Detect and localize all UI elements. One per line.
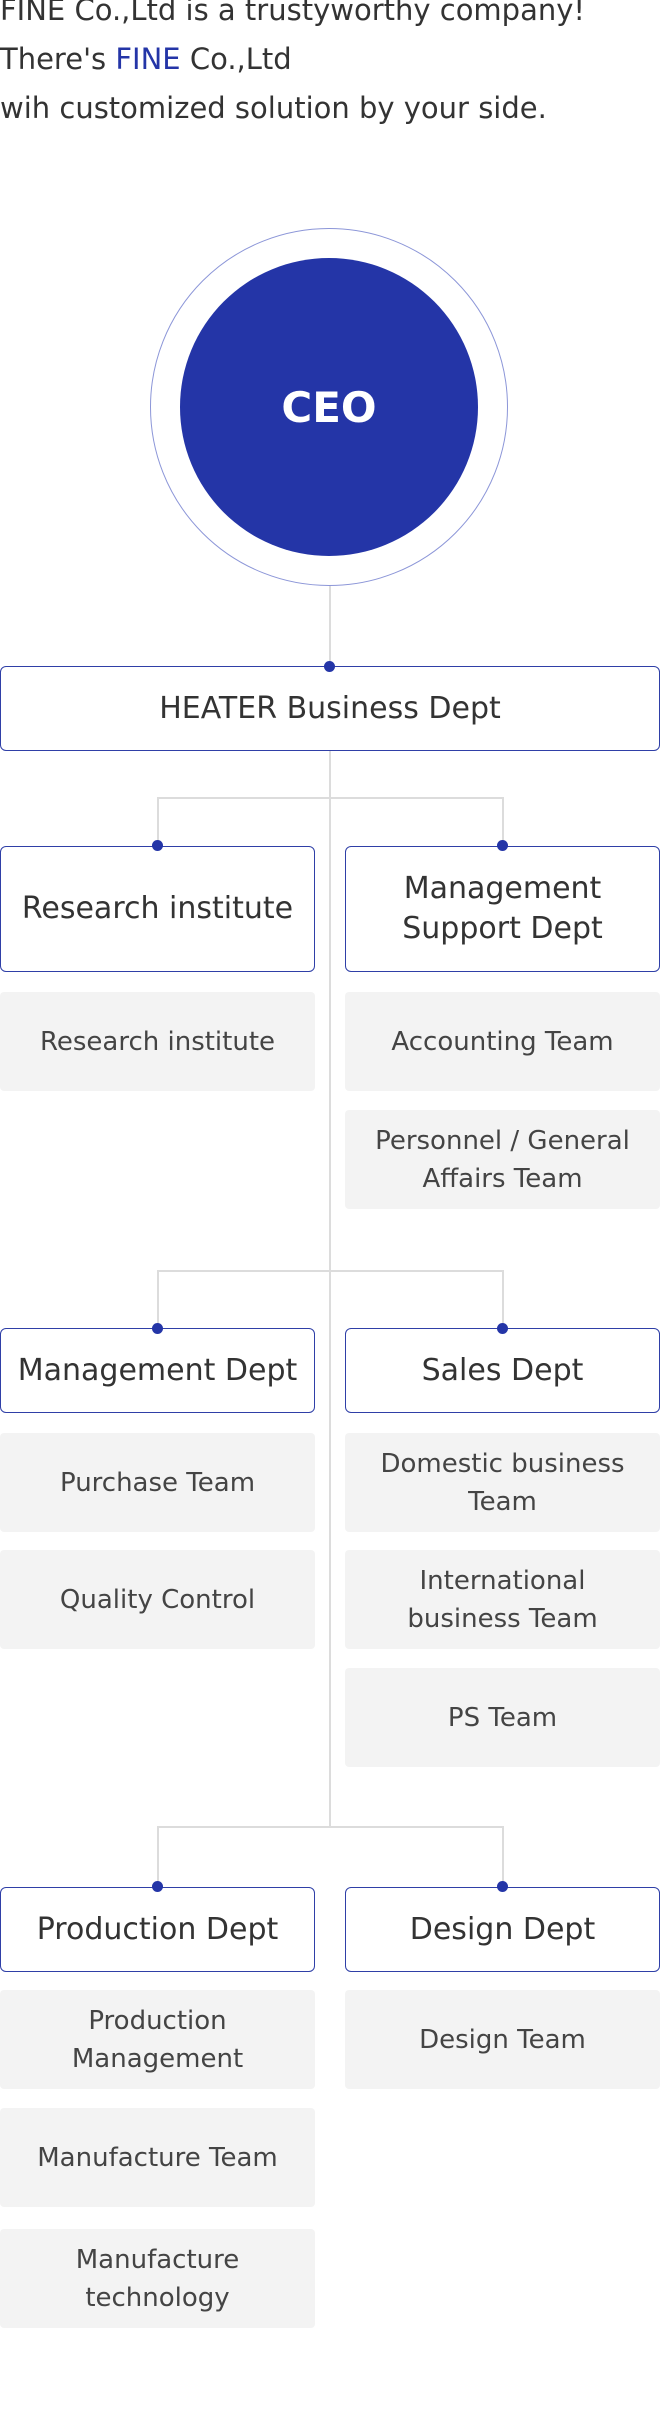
connector-group2-right — [502, 1270, 504, 1328]
dept-management-support: Management Support Dept — [345, 846, 660, 972]
dept-sales: Sales Dept — [345, 1328, 660, 1413]
team-purchase: Purchase Team — [0, 1433, 315, 1532]
heater-business-dept: HEATER Business Dept — [0, 666, 660, 751]
team-ps: PS Team — [345, 1668, 660, 1767]
node-dot-sales — [497, 1323, 508, 1334]
connector-ceo-heater — [329, 586, 331, 666]
team-domestic-business: Domestic business Team — [345, 1433, 660, 1532]
team-design: Design Team — [345, 1990, 660, 2089]
connector-main-spine — [329, 750, 331, 1826]
team-accounting: Accounting Team — [345, 992, 660, 1091]
dept-design: Design Dept — [345, 1887, 660, 1972]
connector-group3-right — [502, 1826, 504, 1886]
connector-group1-bar — [157, 797, 503, 799]
node-dot-management-support — [497, 840, 508, 851]
intro-line-2: There's FINE Co.,Ltd — [0, 35, 660, 84]
intro-line-1: FINE Co.,Ltd is a trustyworthy company! — [0, 0, 586, 27]
team-quality-control: Quality Control — [0, 1550, 315, 1649]
connector-group3-bar — [157, 1826, 503, 1828]
connector-group2-bar — [157, 1270, 503, 1272]
team-production-management: Production Management — [0, 1990, 315, 2089]
node-dot-production — [152, 1881, 163, 1892]
intro-line-3: wih customized solution by your side. — [0, 91, 547, 125]
team-international-business: International business Team — [345, 1550, 660, 1649]
team-personnel-general-affairs: Personnel / General Affairs Team — [345, 1110, 660, 1209]
intro-text: FINE Co.,Ltd is a trustyworthy company! … — [0, 0, 660, 133]
team-manufacture: Manufacture Team — [0, 2108, 315, 2207]
node-dot-management — [152, 1323, 163, 1334]
ceo-node: CEO — [180, 258, 478, 556]
connector-group1-left — [157, 797, 159, 845]
dept-research-institute: Research institute — [0, 846, 315, 972]
dept-management: Management Dept — [0, 1328, 315, 1413]
connector-group3-left — [157, 1826, 159, 1886]
intro-brand-highlight: FINE — [115, 42, 181, 76]
dept-production: Production Dept — [0, 1887, 315, 1972]
team-manufacture-technology: Manufacture technology — [0, 2229, 315, 2328]
node-dot-design — [497, 1881, 508, 1892]
node-dot-heater — [324, 661, 335, 672]
intro-line-2-prefix: There's — [0, 42, 116, 76]
connector-group2-left — [157, 1270, 159, 1328]
intro-line-2-suffix: Co.,Ltd — [180, 42, 292, 76]
node-dot-research-institute — [152, 840, 163, 851]
connector-group1-right — [502, 797, 504, 845]
ceo-ring — [150, 228, 508, 586]
team-research-institute: Research institute — [0, 992, 315, 1091]
